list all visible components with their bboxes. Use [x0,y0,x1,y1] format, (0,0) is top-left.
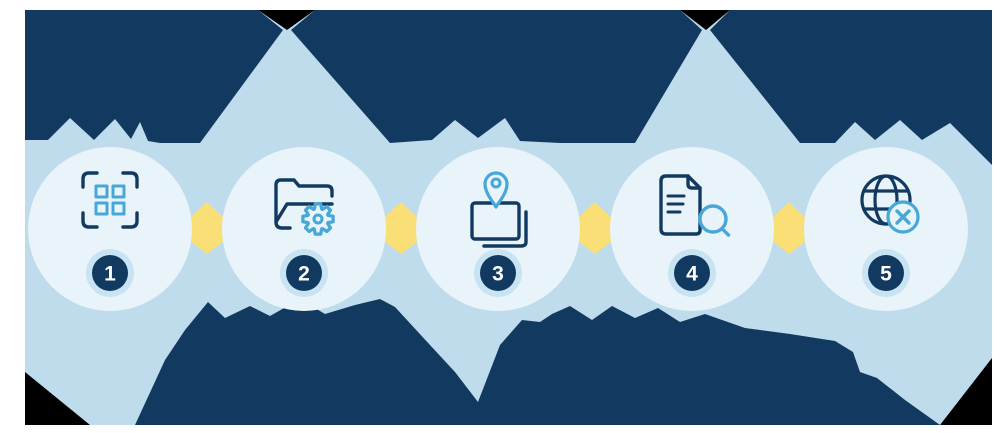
top-gap-wedge-2 [680,10,730,30]
globe-cancel-icon [860,174,920,234]
connector-hexagon-3 [578,202,612,254]
bottom-right-wedge [940,358,992,425]
step-3: 3 [416,147,580,311]
step-number-badge [674,255,710,291]
connector-hexagon-4 [772,202,806,254]
step-5: 5 [804,147,968,311]
step-number-badge [480,255,516,291]
step-circle [416,147,580,311]
step-number: 1 [104,263,116,286]
step-2: 2 [222,147,386,311]
step-1: 1 [28,147,192,311]
step-number: 5 [880,263,892,286]
bottom-silhouette [135,299,940,425]
step-circle [804,147,968,311]
connector-hexagon-2 [384,202,418,254]
top-silhouette-left [25,10,283,143]
step-number-badge [92,255,128,291]
step-number: 2 [298,263,310,286]
step-circle [28,147,192,311]
bottom-left-wedge [25,372,90,425]
step-number-badge [286,255,322,291]
top-silhouette-right [710,10,992,165]
location-layers-icon [470,171,528,248]
step-circle [610,147,774,311]
top-gap-wedge-1 [258,10,315,30]
scan-grid-icon [81,171,139,229]
step-number: 4 [686,263,698,286]
step-number: 3 [492,263,504,286]
connector-hexagon-1 [190,202,224,254]
step-number-badge [868,255,904,291]
document-search-icon [659,174,731,237]
step-4: 4 [610,147,774,311]
top-silhouette-middle [291,10,702,143]
step-circle [222,147,386,311]
folder-settings-icon [274,178,335,236]
